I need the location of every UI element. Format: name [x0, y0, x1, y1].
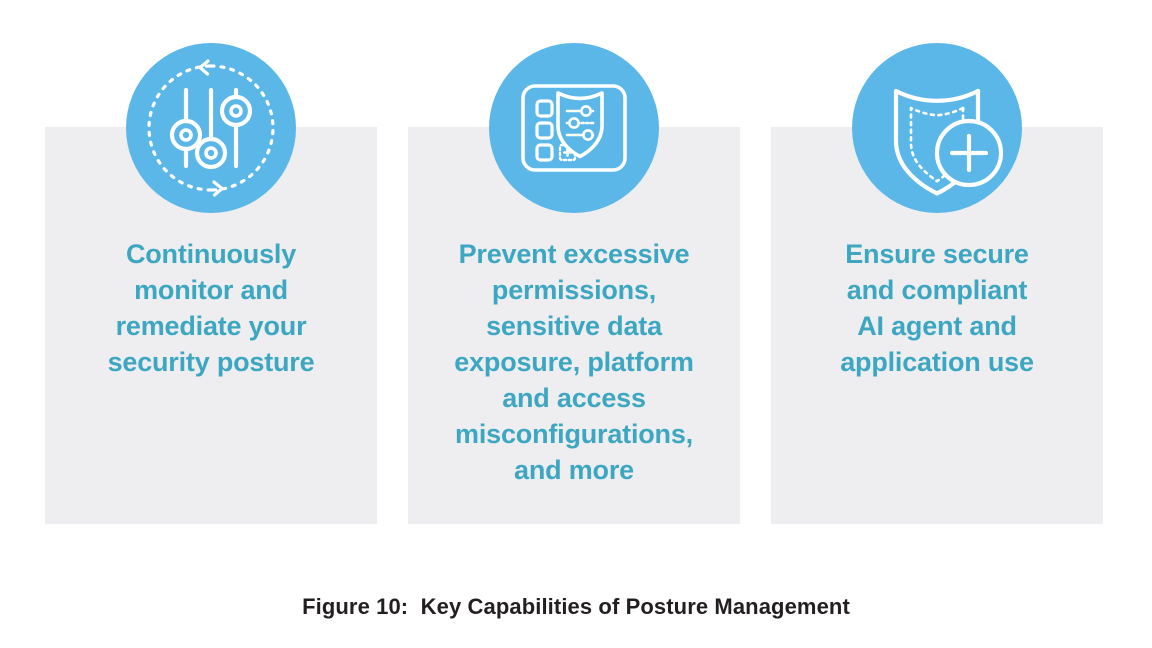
shield-plus-icon — [862, 53, 1012, 203]
figure-caption: Figure 10: Key Capabilities of Posture M… — [302, 594, 850, 619]
capability-card-text: Prevent excessive permissions, sensitive… — [454, 239, 694, 485]
icon-badge-circle — [126, 43, 296, 213]
capability-card-text: Continuously monitor and remediate your … — [107, 239, 315, 377]
app-grid-shield-sliders-icon — [499, 53, 649, 203]
icon-badge-circle — [852, 43, 1022, 213]
capability-card-text: Ensure secure and compliant AI agent and… — [840, 239, 1034, 377]
capability-card-excessive-permissions: Prevent excessive permissions, sensitive… — [408, 43, 740, 524]
capability-card-secure-ai-agents: Ensure secure and compliant AI agent and… — [771, 43, 1103, 524]
capability-card-continuous-monitoring: Continuously monitor and remediate your … — [45, 43, 377, 524]
vertical-sliders-refresh-cycle-icon — [136, 53, 286, 203]
icon-badge-circle — [489, 43, 659, 213]
capability-cards-row: Continuously monitor and remediate your … — [45, 43, 1103, 524]
